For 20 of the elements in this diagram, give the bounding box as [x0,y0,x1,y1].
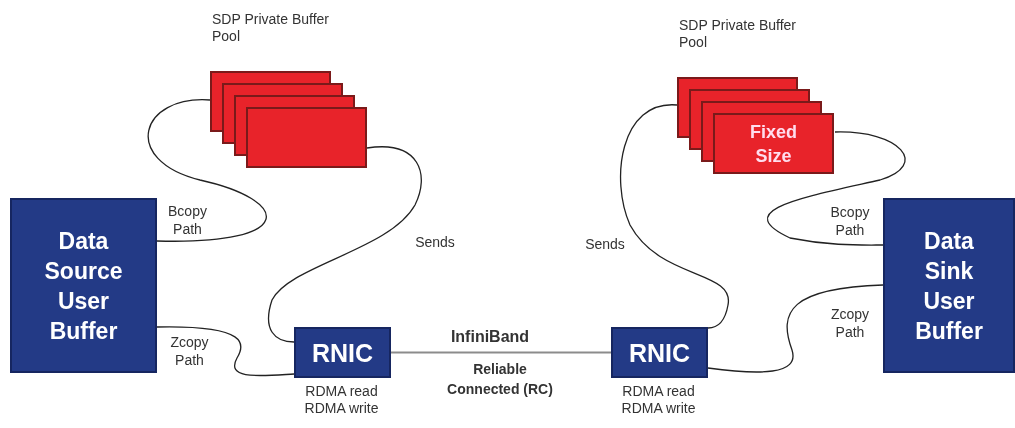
node-label: RNIC [310,337,375,368]
buffer-box [10,198,157,373]
pool-heading: SDP Private Buffer Pool [212,11,330,45]
block-label: Fixed Size [749,120,798,168]
nic-box [611,327,708,378]
nic-box [294,327,391,378]
node-label: Data Source User Buffer [43,226,124,346]
connector-line [156,326,295,377]
connector-line [147,99,267,242]
operation-note: RDMA read RDMA write [303,383,380,417]
connector-line [390,351,612,354]
pool-heading: SDP Private Buffer Pool [679,17,797,51]
operation-note: RDMA read RDMA write [620,383,697,417]
connector-line [620,104,729,329]
connector-line [707,284,884,373]
connector-line [766,131,906,246]
connector-line [267,146,422,343]
node-label: RNIC [627,337,692,368]
node-label: Data Sink User Buffer [914,226,984,346]
buffer-box [883,198,1015,373]
